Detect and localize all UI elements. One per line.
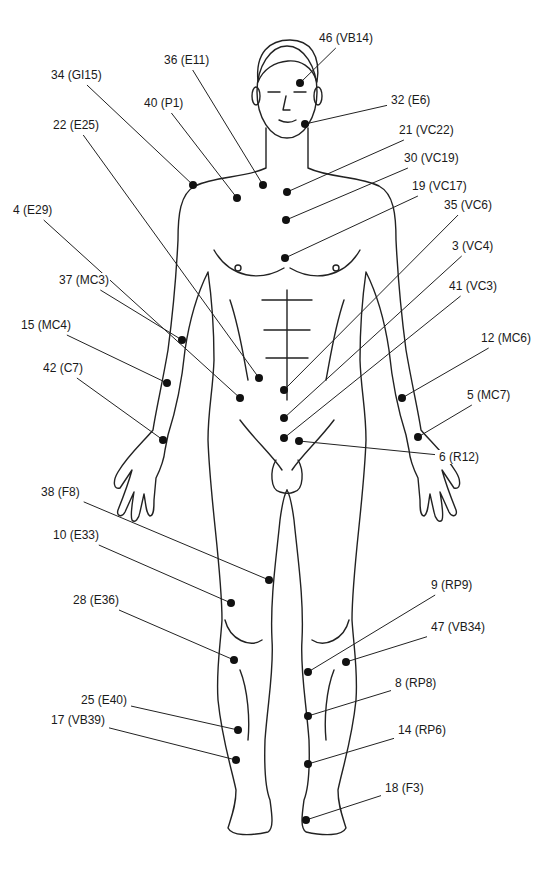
callout-label: 4 (E29) xyxy=(12,203,53,217)
leader-line xyxy=(84,502,269,580)
leader-line xyxy=(100,290,182,340)
acupoint-dot xyxy=(236,394,244,402)
leader-line xyxy=(131,706,238,730)
callout-label: 22 (E25) xyxy=(52,118,100,132)
callout-label: 21 (VC22) xyxy=(398,123,455,137)
leader-line xyxy=(67,335,167,383)
callout-label: 37 (MC3) xyxy=(58,273,110,287)
leader-line xyxy=(308,595,435,672)
leader-line xyxy=(109,728,236,760)
acupoint-dot xyxy=(234,726,242,734)
acupoint-dot xyxy=(255,374,263,382)
leader-line xyxy=(287,140,404,192)
leader-line xyxy=(284,215,458,390)
callout-label: 9 (RP9) xyxy=(430,578,473,592)
callout-label: 46 (VB14) xyxy=(318,31,374,45)
leader-line xyxy=(308,691,391,716)
acupoint-dot xyxy=(304,760,312,768)
callout-label: 47 (VB34) xyxy=(430,620,486,634)
leader-line xyxy=(87,85,193,185)
callout-label: 25 (E40) xyxy=(80,693,128,707)
callout-label: 30 (VC19) xyxy=(403,151,460,165)
leader-line xyxy=(346,637,427,662)
leader-line xyxy=(193,70,263,185)
leader-line xyxy=(284,256,462,418)
callout-label: 38 (F8) xyxy=(40,485,81,499)
acupoint-dot xyxy=(295,437,303,445)
acupoint-dot xyxy=(227,599,235,607)
acupoint-dot xyxy=(259,181,267,189)
acupoint-dot xyxy=(163,379,171,387)
leader-line xyxy=(286,168,408,220)
callout-label: 35 (VC6) xyxy=(443,198,493,212)
acupoint-dot xyxy=(281,254,289,262)
acupoint-dot xyxy=(282,216,290,224)
acupoint-dot xyxy=(304,712,312,720)
leader-line xyxy=(171,113,237,198)
acupoint-dot xyxy=(280,414,288,422)
acupoint-dot xyxy=(342,658,350,666)
acupoint-dot xyxy=(304,668,312,676)
callout-label: 36 (E11) xyxy=(163,53,210,67)
callout-label: 41 (VC3) xyxy=(448,279,498,293)
callout-label: 15 (MC4) xyxy=(20,318,72,332)
acupoint-dot xyxy=(398,394,406,402)
leader-line xyxy=(306,796,381,820)
callout-label: 14 (RP6) xyxy=(397,723,447,737)
acupoint-dot xyxy=(301,120,309,128)
callout-label: 6 (R12) xyxy=(438,450,480,464)
callout-label: 10 (E33) xyxy=(52,528,100,542)
callout-label: 19 (VC17) xyxy=(411,179,468,193)
acupoint-dot xyxy=(265,576,273,584)
acupoint-dot xyxy=(302,816,310,824)
leader-line xyxy=(284,296,461,438)
leader-line xyxy=(308,738,394,764)
acupoint-dot xyxy=(414,433,422,441)
callout-label: 32 (E6) xyxy=(390,93,431,107)
callout-label: 8 (RP8) xyxy=(394,676,437,690)
callout-label: 3 (VC4) xyxy=(451,239,494,253)
acupoint-dot xyxy=(159,436,167,444)
acupoint-dot xyxy=(296,79,304,87)
acupoint-dot xyxy=(230,656,238,664)
callout-label: 17 (VB39) xyxy=(50,713,106,727)
acupoint-dot xyxy=(178,336,186,344)
acupoint-dot xyxy=(189,181,197,189)
callout-label: 40 (P1) xyxy=(143,96,184,110)
callout-label: 5 (MC7) xyxy=(466,388,511,402)
leader-line xyxy=(119,610,234,660)
callout-label: 28 (E36) xyxy=(72,593,120,607)
acupoint-dot xyxy=(232,756,240,764)
leader-line xyxy=(305,105,387,124)
leader-line xyxy=(300,48,336,83)
leader-line xyxy=(83,135,259,378)
leader-line xyxy=(299,441,435,455)
acupoint-dot xyxy=(283,188,291,196)
callout-label: 12 (MC6) xyxy=(480,331,532,345)
acupoint-dot xyxy=(280,434,288,442)
callout-label: 42 (C7) xyxy=(42,361,84,375)
leader-line xyxy=(285,196,418,258)
acupoint-dot xyxy=(233,194,241,202)
callout-label: 34 (GI15) xyxy=(50,68,103,82)
leader-line xyxy=(418,405,472,437)
callout-label: 18 (F3) xyxy=(384,781,425,795)
leader-line xyxy=(77,378,163,440)
acupoint-dot xyxy=(280,386,288,394)
